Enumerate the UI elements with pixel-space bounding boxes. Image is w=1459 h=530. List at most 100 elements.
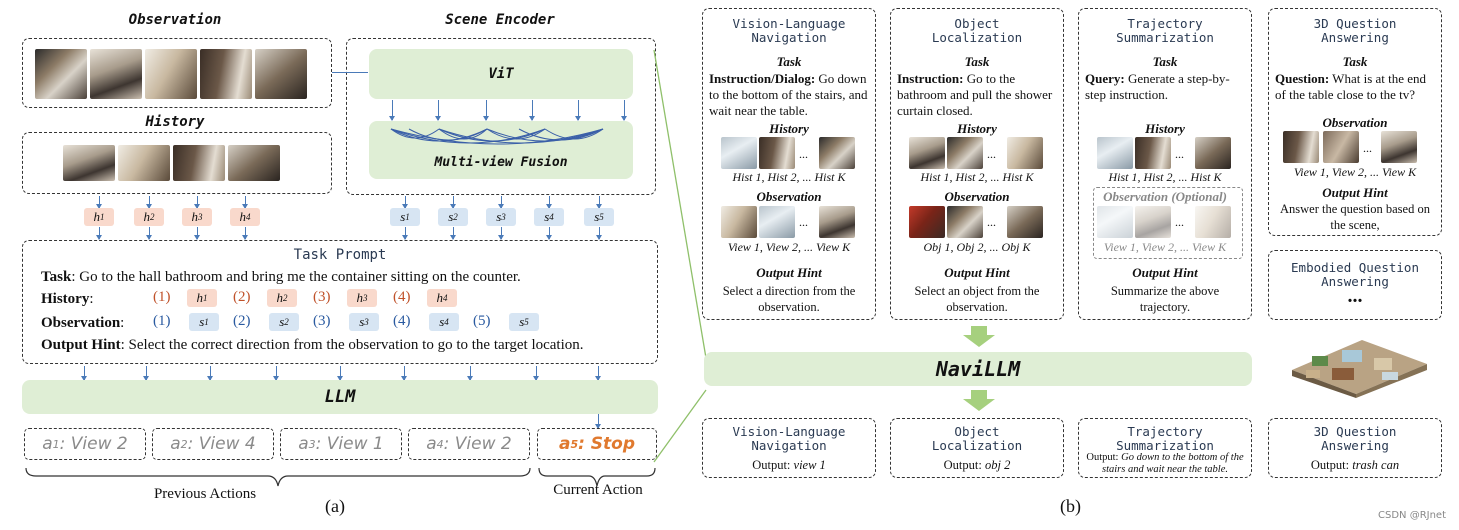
observation-box bbox=[22, 38, 332, 108]
output-text: Output: trash can bbox=[1310, 458, 1400, 472]
observation-image bbox=[35, 49, 87, 99]
scene-arrow bbox=[450, 227, 456, 240]
ellipsis: ... bbox=[799, 147, 808, 161]
navillm-label: NaviLLM bbox=[935, 357, 1021, 381]
ellipsis: ... bbox=[1175, 147, 1184, 161]
observation-thumbnail bbox=[1195, 206, 1231, 238]
fusion-connections bbox=[390, 128, 604, 145]
observation-caption: Obj 1, Obj 2, ... Obj K bbox=[923, 240, 1031, 254]
task-instruction: Instruction: Go to the bathroom and pull… bbox=[897, 71, 1053, 118]
history-thumbnail bbox=[909, 137, 945, 169]
output-hint-heading: Output Hint bbox=[756, 265, 822, 280]
history-heading: History bbox=[1145, 121, 1185, 136]
history-arrow bbox=[194, 196, 200, 209]
history-box bbox=[22, 132, 332, 194]
output-hint-heading: Output Hint bbox=[1132, 265, 1198, 280]
llm-to-action-arrow bbox=[595, 414, 601, 429]
task-instruction: Instruction/Dialog: Go down to the botto… bbox=[709, 71, 868, 118]
history-thumbnail bbox=[1007, 137, 1043, 169]
output-hint-heading: Output Hint bbox=[1322, 185, 1388, 200]
prompt-to-llm-arrow bbox=[273, 366, 279, 381]
observation-caption: View 1, View 2, ... View K bbox=[727, 240, 851, 254]
prompt-to-llm-arrow bbox=[533, 366, 539, 381]
prompt-to-llm-arrow bbox=[467, 366, 473, 381]
llm-block: LLM bbox=[22, 380, 658, 414]
history-thumbnail bbox=[819, 137, 855, 169]
observation-image bbox=[90, 49, 142, 99]
history-index: (4) bbox=[393, 289, 411, 305]
scene-encoder-title: Scene Encoder bbox=[445, 12, 555, 28]
observation-thumbnail bbox=[909, 206, 945, 238]
multi-view-fusion-block: Multi-view Fusion bbox=[369, 121, 633, 179]
output-text: Output: Go down to the bottom of the sta… bbox=[1086, 452, 1244, 475]
history-thumbnail bbox=[1135, 137, 1171, 169]
prompt-to-llm-arrow bbox=[337, 366, 343, 381]
observation-thumbnail bbox=[819, 206, 855, 238]
history-thumbnail bbox=[721, 137, 757, 169]
ellipsis: ... bbox=[987, 147, 996, 161]
vit-to-fusion-arrow bbox=[389, 100, 395, 121]
scene-arrow bbox=[498, 196, 504, 209]
scene-arrow bbox=[402, 196, 408, 209]
output-card-title: Object Localization bbox=[931, 424, 1023, 453]
history-caption: Hist 1, Hist 2, ... Hist K bbox=[920, 170, 1034, 184]
scene-arrow bbox=[596, 227, 602, 240]
output-hint-text: : Select the correct direction from the … bbox=[120, 337, 584, 353]
navillm-block: NaviLLM bbox=[704, 352, 1252, 386]
observation-image bbox=[200, 49, 252, 99]
history-index: (3) bbox=[313, 289, 331, 305]
output-card-title: Trajectory Summarization bbox=[1116, 424, 1214, 453]
output-hint-text: Select an object from the observation. bbox=[914, 284, 1040, 314]
observation-thumbnail bbox=[1135, 206, 1171, 238]
history-arrow bbox=[242, 196, 248, 209]
history-arrow bbox=[194, 227, 200, 240]
observation-label: Observation: bbox=[41, 315, 125, 331]
output-hint-heading: Output Hint bbox=[944, 265, 1010, 280]
observation-image bbox=[255, 49, 307, 99]
observation-thumbnail bbox=[947, 206, 983, 238]
observation-thumbnail bbox=[1097, 206, 1133, 238]
task-heading: Task bbox=[1152, 54, 1178, 69]
observation-heading: Observation (Optional) bbox=[1103, 189, 1227, 204]
observation-caption: View 1, View 2, ... View K bbox=[1293, 165, 1417, 179]
observation-title: Observation bbox=[128, 12, 222, 28]
output-hint-label: Output Hint bbox=[41, 337, 121, 353]
current-action-label: Current Action bbox=[553, 482, 643, 498]
prompt-to-llm-arrow bbox=[81, 366, 87, 381]
history-thumbnail bbox=[759, 137, 795, 169]
task-label: Task bbox=[41, 269, 72, 285]
vit-to-fusion-arrow bbox=[529, 100, 535, 121]
obs-to-vit-arrow bbox=[332, 72, 368, 73]
scene-arrow bbox=[450, 196, 456, 209]
caption-a: (a) bbox=[325, 496, 345, 516]
output-hint-line: Output Hint: Select the correct directio… bbox=[41, 337, 584, 354]
observation-index: (5) bbox=[473, 313, 491, 329]
history-heading: History bbox=[957, 121, 997, 136]
history-caption: Hist 1, Hist 2, ... Hist K bbox=[1108, 170, 1222, 184]
ellipsis: ... bbox=[987, 215, 996, 229]
output-card-title: Vision-Language Navigation bbox=[732, 424, 846, 453]
output-hint-text: Select a direction from the observation. bbox=[722, 284, 856, 314]
task-card-title: Trajectory Summarization bbox=[1116, 16, 1214, 45]
scene-arrow bbox=[546, 227, 552, 240]
vit-label: ViT bbox=[488, 66, 514, 82]
eqa-dots: ... bbox=[1347, 285, 1363, 307]
history-heading: History bbox=[769, 121, 809, 136]
observation-heading: Observation bbox=[944, 189, 1010, 204]
